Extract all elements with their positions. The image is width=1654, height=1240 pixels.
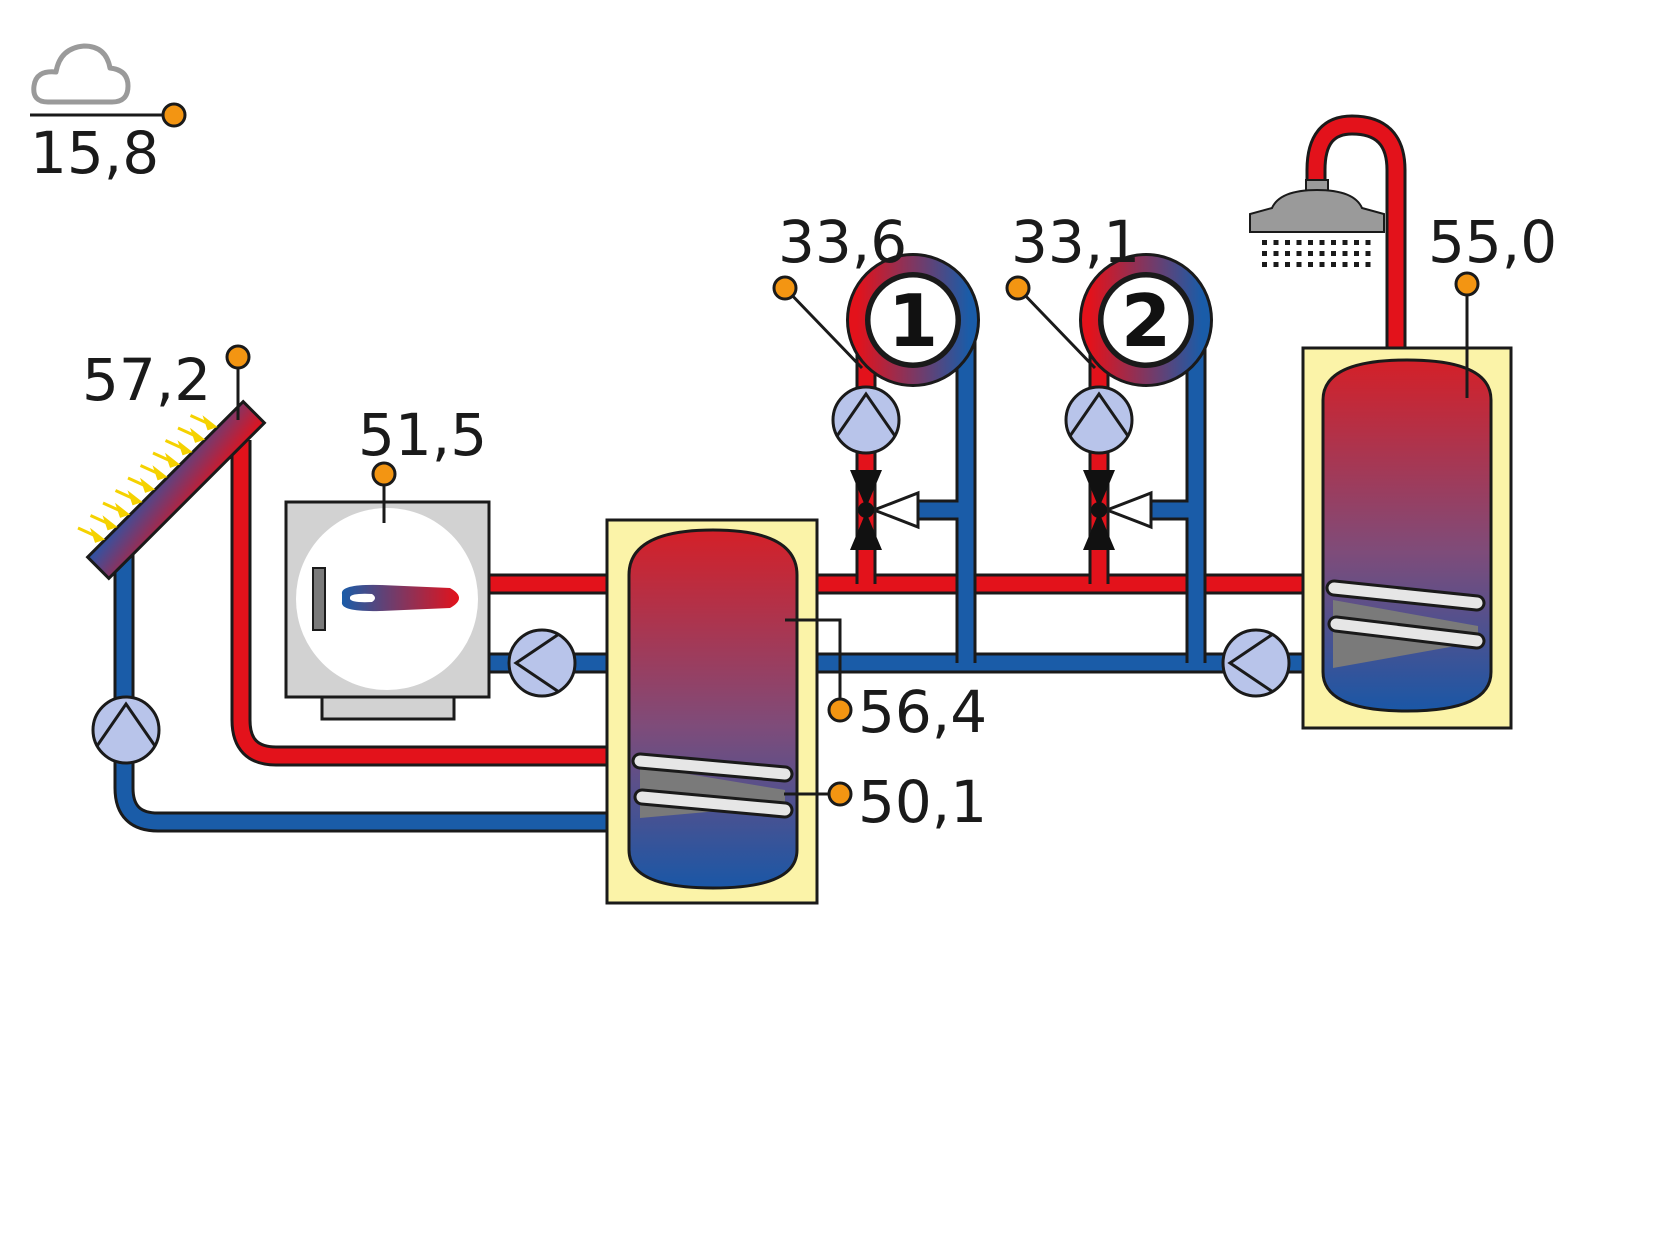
- readings: 15,8 57,2 51,5 33,6 33,1 55,0 56,4 50,1: [30, 119, 1557, 836]
- water-drop: [1365, 262, 1371, 267]
- cloud-icon: [31, 43, 131, 105]
- circuit-2-valve-icon: [1083, 470, 1153, 550]
- circuit-2-pump-icon: [1064, 385, 1134, 455]
- collector-temperature: 57,2: [82, 346, 211, 414]
- water-drop: [1354, 251, 1359, 256]
- sun-ray-tip: [202, 415, 218, 431]
- sun-ray-tip: [115, 502, 131, 518]
- solar-pump-icon: [91, 695, 161, 765]
- buffer-top-temperature: 56,4: [858, 678, 987, 746]
- collector-sensor-icon: [225, 344, 251, 370]
- water-drop: [1319, 251, 1325, 256]
- circuit-2-return-pipe: [1148, 320, 1207, 663]
- sun-ray-tip: [165, 452, 181, 468]
- dhw-sensor-icon: [1454, 271, 1480, 297]
- solar-collector: [85, 399, 267, 581]
- dhw-tank-coil: [1325, 579, 1486, 668]
- water-drop: [1285, 240, 1290, 245]
- heating-circuit-2-loop: 2: [1079, 253, 1213, 387]
- sun-ray-tip: [102, 515, 118, 531]
- water-drop: [1296, 240, 1302, 245]
- water-drop: [1262, 251, 1267, 256]
- buffer-tank: [605, 518, 819, 905]
- sun-rays-icon: [77, 414, 218, 543]
- sun-ray-tip: [140, 477, 156, 493]
- hot-water-draw-pipe: [1305, 114, 1407, 350]
- water-drop: [1331, 251, 1336, 256]
- water-drop: [1296, 262, 1302, 267]
- water-drop: [1296, 251, 1302, 256]
- dhw-tank: [1301, 346, 1513, 730]
- buffer-tank-coil: [631, 752, 794, 819]
- water-drop: [1308, 240, 1313, 245]
- heating-circuit-1-loop: 1: [846, 253, 980, 387]
- sensor-leaders: [236, 284, 1469, 796]
- water-drop: [1342, 240, 1348, 245]
- water-drop: [1262, 262, 1267, 267]
- circuit-1-temperature: 33,6: [778, 208, 907, 276]
- circuit-1-return-pipe: [914, 320, 977, 663]
- water-drop: [1342, 262, 1348, 267]
- water-drop: [1273, 262, 1279, 267]
- solar-return-pipe: [113, 548, 610, 833]
- buffer-bottom-temperature: 50,1: [858, 768, 987, 836]
- sun-ray-tip: [127, 490, 143, 506]
- water-drop: [1354, 240, 1359, 245]
- buffer-top-sensor-icon: [827, 697, 853, 723]
- outdoor-temperature: 15,8: [30, 119, 159, 187]
- circuit-2-temperature: 33,1: [1011, 208, 1140, 276]
- water-drop: [1285, 262, 1290, 267]
- boiler: [284, 500, 491, 721]
- water-drop: [1319, 262, 1325, 267]
- circuit-1-number: 1: [888, 279, 938, 363]
- sun-ray-tip: [190, 427, 206, 443]
- water-drop: [1308, 251, 1313, 256]
- water-drop: [1331, 262, 1336, 267]
- circuit-2-number: 2: [1121, 279, 1171, 363]
- water-drop: [1285, 251, 1290, 256]
- water-drop: [1354, 262, 1359, 267]
- sun-ray-tip: [177, 440, 193, 456]
- circuit-1-valve-icon: [850, 470, 920, 550]
- sun-ray-tip: [90, 527, 106, 543]
- dhw-temperature: 55,0: [1428, 208, 1557, 276]
- dhw-charging-pump-icon: [1221, 628, 1291, 698]
- buffer-bottom-sensor-icon: [827, 781, 853, 807]
- water-drop: [1331, 240, 1336, 245]
- boiler-sensor-icon: [371, 461, 397, 487]
- circuit-1-sensor-icon: [772, 275, 798, 301]
- burner-flame-icon: [341, 584, 459, 612]
- water-drop: [1273, 251, 1279, 256]
- sensors: [161, 102, 1480, 807]
- boiler-temperature: 51,5: [358, 401, 487, 469]
- circuit-1-pump-icon: [831, 385, 901, 455]
- water-drop: [1273, 240, 1279, 245]
- water-drop: [1319, 240, 1325, 245]
- water-drop: [1342, 251, 1348, 256]
- water-drop: [1365, 251, 1371, 256]
- sun-ray-tip: [152, 465, 168, 481]
- circuit-2-sensor-icon: [1005, 275, 1031, 301]
- outdoor-sensor-icon: [161, 102, 187, 128]
- water-drop: [1262, 240, 1267, 245]
- water-drop: [1365, 240, 1371, 245]
- solar-flow-pipe: [230, 440, 610, 767]
- boiler-pump-icon: [507, 628, 577, 698]
- water-drop: [1308, 262, 1313, 267]
- shower-head-icon: [1249, 179, 1385, 267]
